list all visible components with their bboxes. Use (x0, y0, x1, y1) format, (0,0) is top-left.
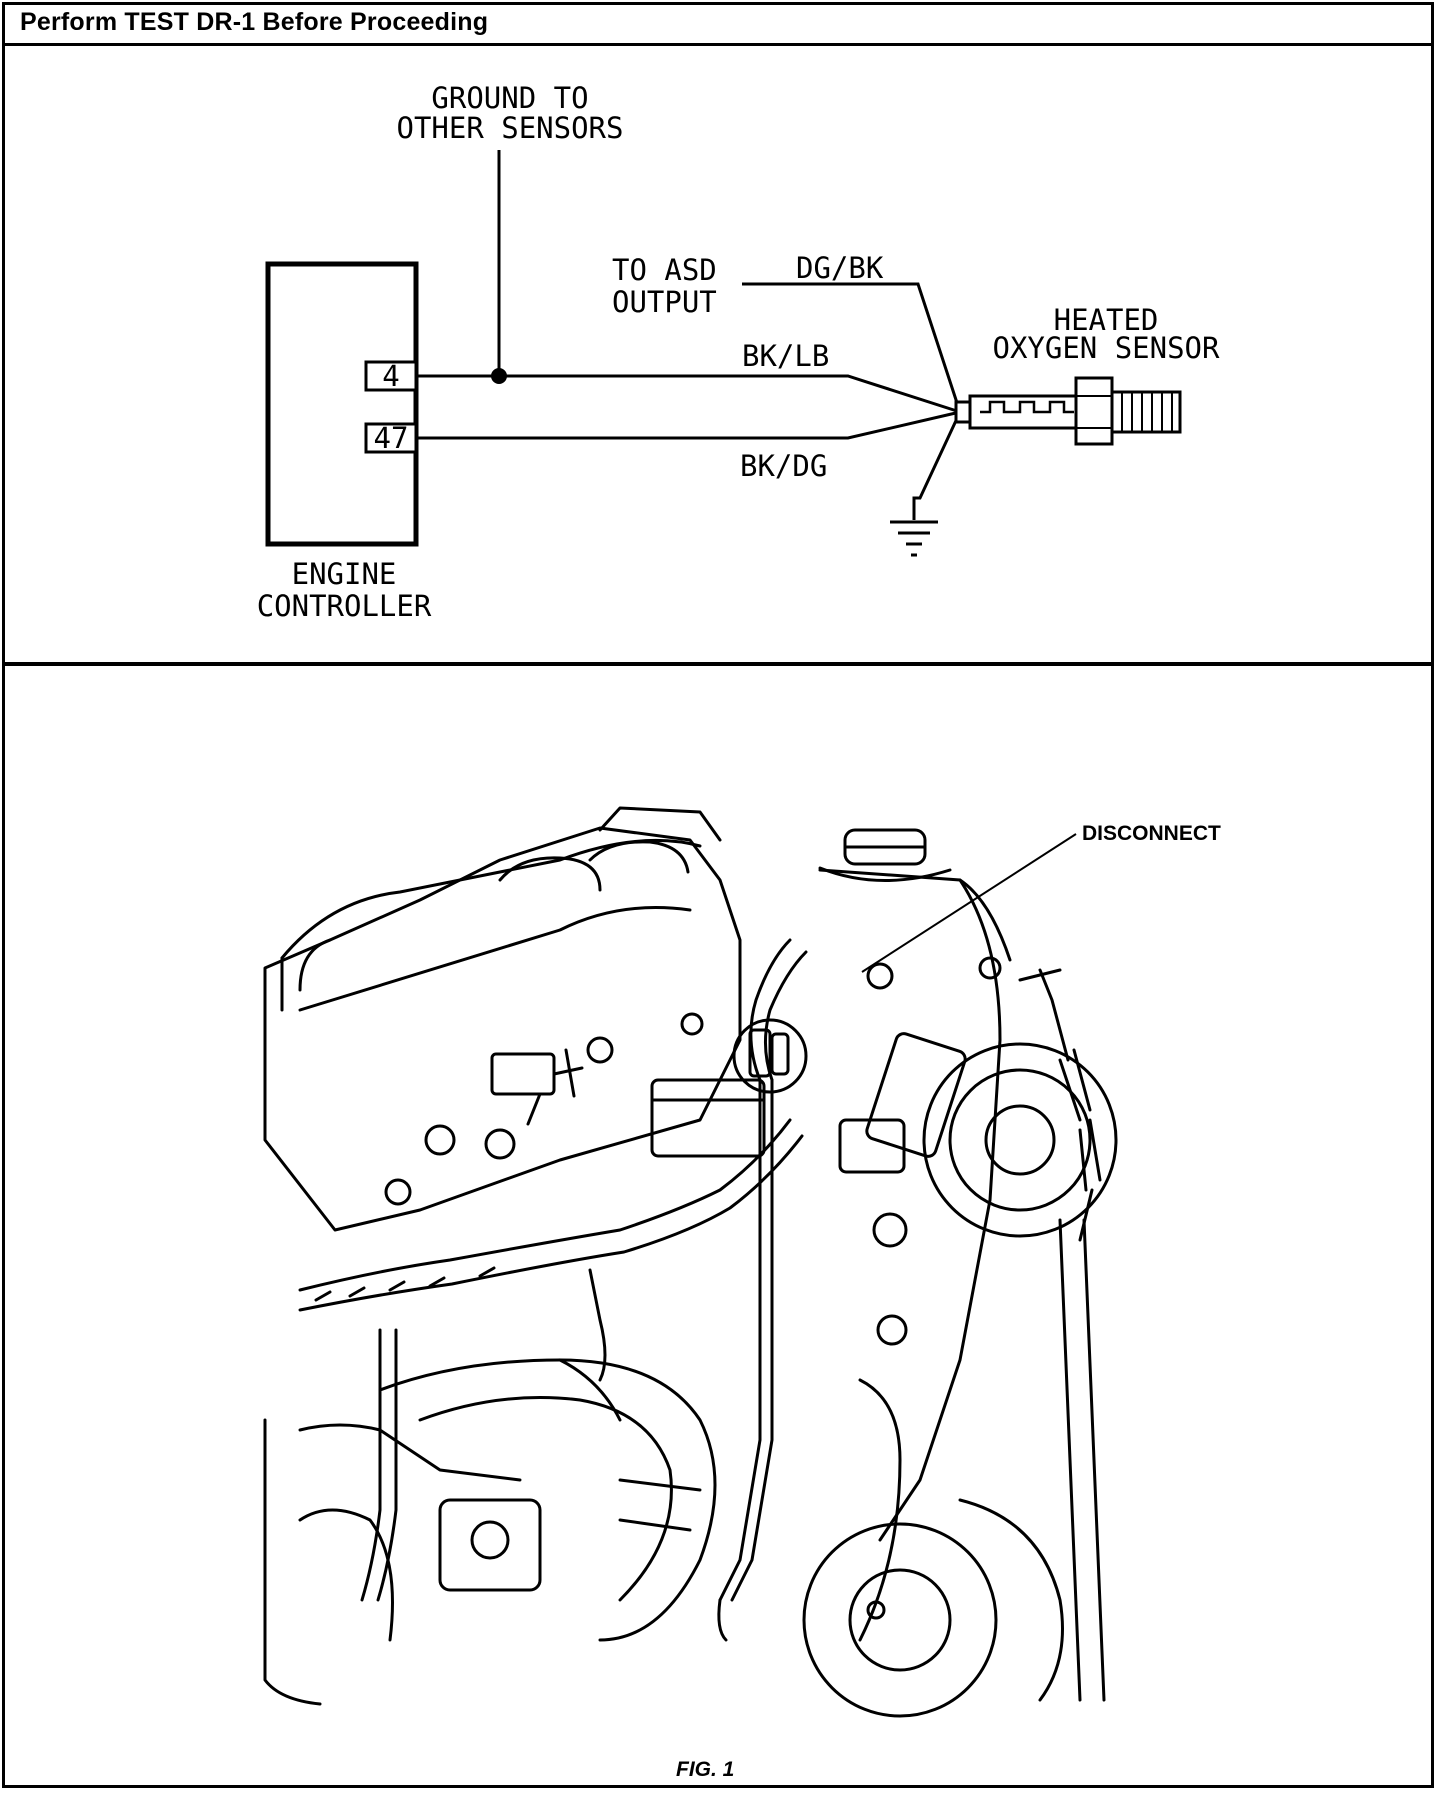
pin-47-label: 47 (374, 421, 409, 455)
controller-label-line2: CONTROLLER (257, 589, 432, 623)
wire-bk-dg (416, 410, 961, 440)
wire-label-dg-bk: DG/BK (796, 251, 884, 285)
sensor-label-line2: OXYGEN SENSOR (993, 331, 1221, 365)
disconnect-leader-line (861, 833, 1077, 973)
asd-label-line1: TO ASD (612, 253, 717, 287)
pulley (802, 1522, 998, 1718)
relay-box (650, 1078, 766, 1158)
ground-label-line2: OTHER SENSORS (397, 111, 624, 145)
wire-chassis-ground (912, 411, 962, 520)
asd-label-line2: OUTPUT (612, 285, 717, 319)
oxygen-sensor-icon (954, 376, 1182, 446)
alternator (922, 1042, 1118, 1238)
pin-4-label: 4 (382, 359, 399, 393)
wiring-diagram: 4 47 GROUND TO OTHER SENSORS TO ASD OUTP… (257, 81, 1221, 623)
controller-label-line1: ENGINE (292, 557, 397, 591)
figure-caption: FIG. 1 (676, 1758, 735, 1781)
header-title: Perform TEST DR-1 Before Proceeding (20, 8, 489, 36)
sensor-label-line1: HEATED (1054, 303, 1159, 337)
valve-cover-outline (263, 826, 742, 1232)
wire-label-bk-lb: BK/LB (742, 339, 829, 373)
header-bar: Perform TEST DR-1 Before Proceeding (2, 2, 1434, 46)
connector-circle (732, 1018, 808, 1094)
section-divider (2, 662, 1434, 666)
wire-dg-bk (742, 282, 962, 413)
engine-controller-box (265, 261, 419, 547)
ground-symbol-icon (890, 520, 938, 557)
wire-label-bk-dg: BK/DG (740, 449, 827, 483)
pin-box-4 (364, 360, 418, 392)
wire-bk-lb (416, 374, 961, 414)
disconnect-callout: DISCONNECT (1082, 822, 1221, 845)
ground-label-line1: GROUND TO (431, 81, 588, 115)
